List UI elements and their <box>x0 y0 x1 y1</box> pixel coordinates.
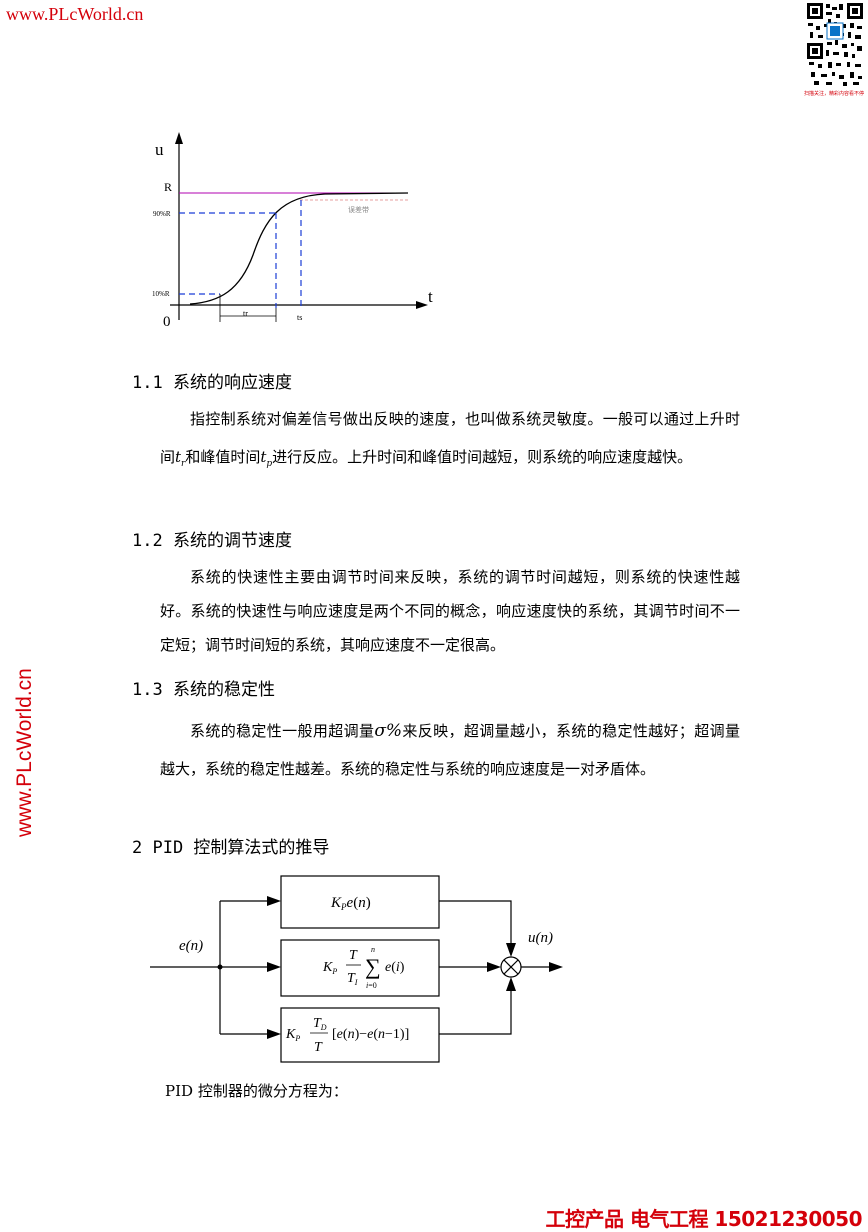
svg-text:KP: KP <box>285 1027 300 1043</box>
qr-caption: 扫描关注，精彩内容看不停 <box>804 91 865 97</box>
svg-text:n: n <box>371 945 375 954</box>
i-block <box>280 939 440 997</box>
equation-intro: PID 控制器的微分方程为： <box>165 1082 348 1100</box>
r-label: R <box>164 180 172 194</box>
arrow-icon <box>487 962 501 972</box>
paragraph-regulation-speed: 系统的快速性主要由调节时间来反映，系统的调节时间越短，则系统的快速性越好。系统的… <box>160 560 740 662</box>
step-response-graph: u t 0 R 90%R 10%R tr ts 误差带 <box>152 132 433 330</box>
arrow-icon <box>267 962 281 972</box>
section-heading: 1.3 系统的稳定性 <box>132 680 275 700</box>
paragraph-text: 进行反应。上升时间和峰值时间越短，则系统的响应速度越快。 <box>272 447 693 466</box>
p-block <box>280 875 440 929</box>
x-axis-label: t <box>428 287 433 306</box>
section-heading: 1.2 系统的调节速度 <box>132 531 292 551</box>
d-formula: KP TD T [e(n)−e(n−1)] <box>285 1016 409 1055</box>
section-heading: 2 PID 控制算法式的推导 <box>132 838 330 858</box>
p-out-line <box>439 900 512 953</box>
paragraph-text: 指控制系统对偏差信号做出反映的速度，也叫做系统灵敏度。一般可以通过上升时间 <box>160 410 740 466</box>
arrow-icon <box>549 962 563 972</box>
paragraph-response-speed: 指控制系统对偏差信号做出反映的速度，也叫做系统灵敏度。一般可以通过上升时间tr和… <box>160 401 740 483</box>
output-label: u(n) <box>528 930 553 946</box>
pid-block-diagram: e(n) u(n) KPe(n) KP T TI n ∑ i=0 e(i) KP… <box>150 875 563 1063</box>
ts-label: ts <box>297 313 302 322</box>
paragraph-stability: 系统的稳定性一般用超调量σ%来反映，超调量越小，系统的稳定性越好；超调量越大，系… <box>160 713 740 788</box>
p-formula: KPe(n) <box>330 895 371 912</box>
arrow-icon <box>506 943 516 957</box>
watermark-side: www.PLcWorld.cn <box>13 668 36 837</box>
svg-text:e(i): e(i) <box>385 960 405 975</box>
watermark-top: www.PLcWorld.cn <box>6 4 144 24</box>
svg-text:i=0: i=0 <box>366 981 377 990</box>
svg-text:∑: ∑ <box>365 954 381 979</box>
paragraph-text: 系统的快速性主要由调节时间来反映，系统的调节时间越短，则系统的快速性越好。系统的… <box>160 568 740 654</box>
math-sigma: σ% <box>374 721 403 741</box>
y90-label: 90%R <box>153 210 171 218</box>
arrow-icon <box>506 977 516 991</box>
tr-label: tr <box>243 309 248 318</box>
math-sub-r: r <box>181 458 186 469</box>
svg-text:TD: TD <box>313 1016 327 1032</box>
y-axis-arrow-icon <box>175 132 183 144</box>
svg-text:[e(n)−e(n−1)]: [e(n)−e(n−1)] <box>332 1027 409 1042</box>
qr-code-icon <box>806 2 864 88</box>
paragraph-text: 系统的稳定性一般用超调量 <box>190 722 375 740</box>
d-out-line <box>439 982 512 1035</box>
origin-label: 0 <box>163 314 171 330</box>
error-band-label: 误差带 <box>348 205 369 214</box>
svg-text:T: T <box>314 1040 323 1055</box>
svg-text:T: T <box>349 948 358 963</box>
math-t: t <box>175 447 182 466</box>
section-heading: 1.1 系统的响应速度 <box>132 373 292 393</box>
arrow-icon <box>267 1029 281 1039</box>
y-axis-label: u <box>155 140 164 159</box>
paragraph-text: 来反映，超调量越小，系统的稳定性越好；超调量越大，系统的稳定性越差。系统的稳定性… <box>160 722 740 778</box>
y10-label: 10%R <box>152 290 170 298</box>
svg-text:KPe(n): KPe(n) <box>330 895 371 912</box>
math-sub-p: p <box>266 458 273 469</box>
paragraph-text: 和峰值时间 <box>185 447 261 466</box>
arrow-icon <box>267 896 281 906</box>
svg-text:TI: TI <box>347 971 358 987</box>
d-block <box>280 1007 440 1063</box>
footer-ad: 工控产品 电气工程 15021230050 <box>545 1207 862 1231</box>
svg-text:KP: KP <box>322 960 337 976</box>
i-formula: KP T TI n ∑ i=0 e(i) <box>322 945 405 990</box>
x-axis-arrow-icon <box>416 301 428 309</box>
summing-cross <box>503 959 519 975</box>
math-t: t <box>260 447 267 466</box>
branch-dot <box>217 964 223 970</box>
input-label: e(n) <box>179 938 203 954</box>
response-curve <box>189 192 409 305</box>
